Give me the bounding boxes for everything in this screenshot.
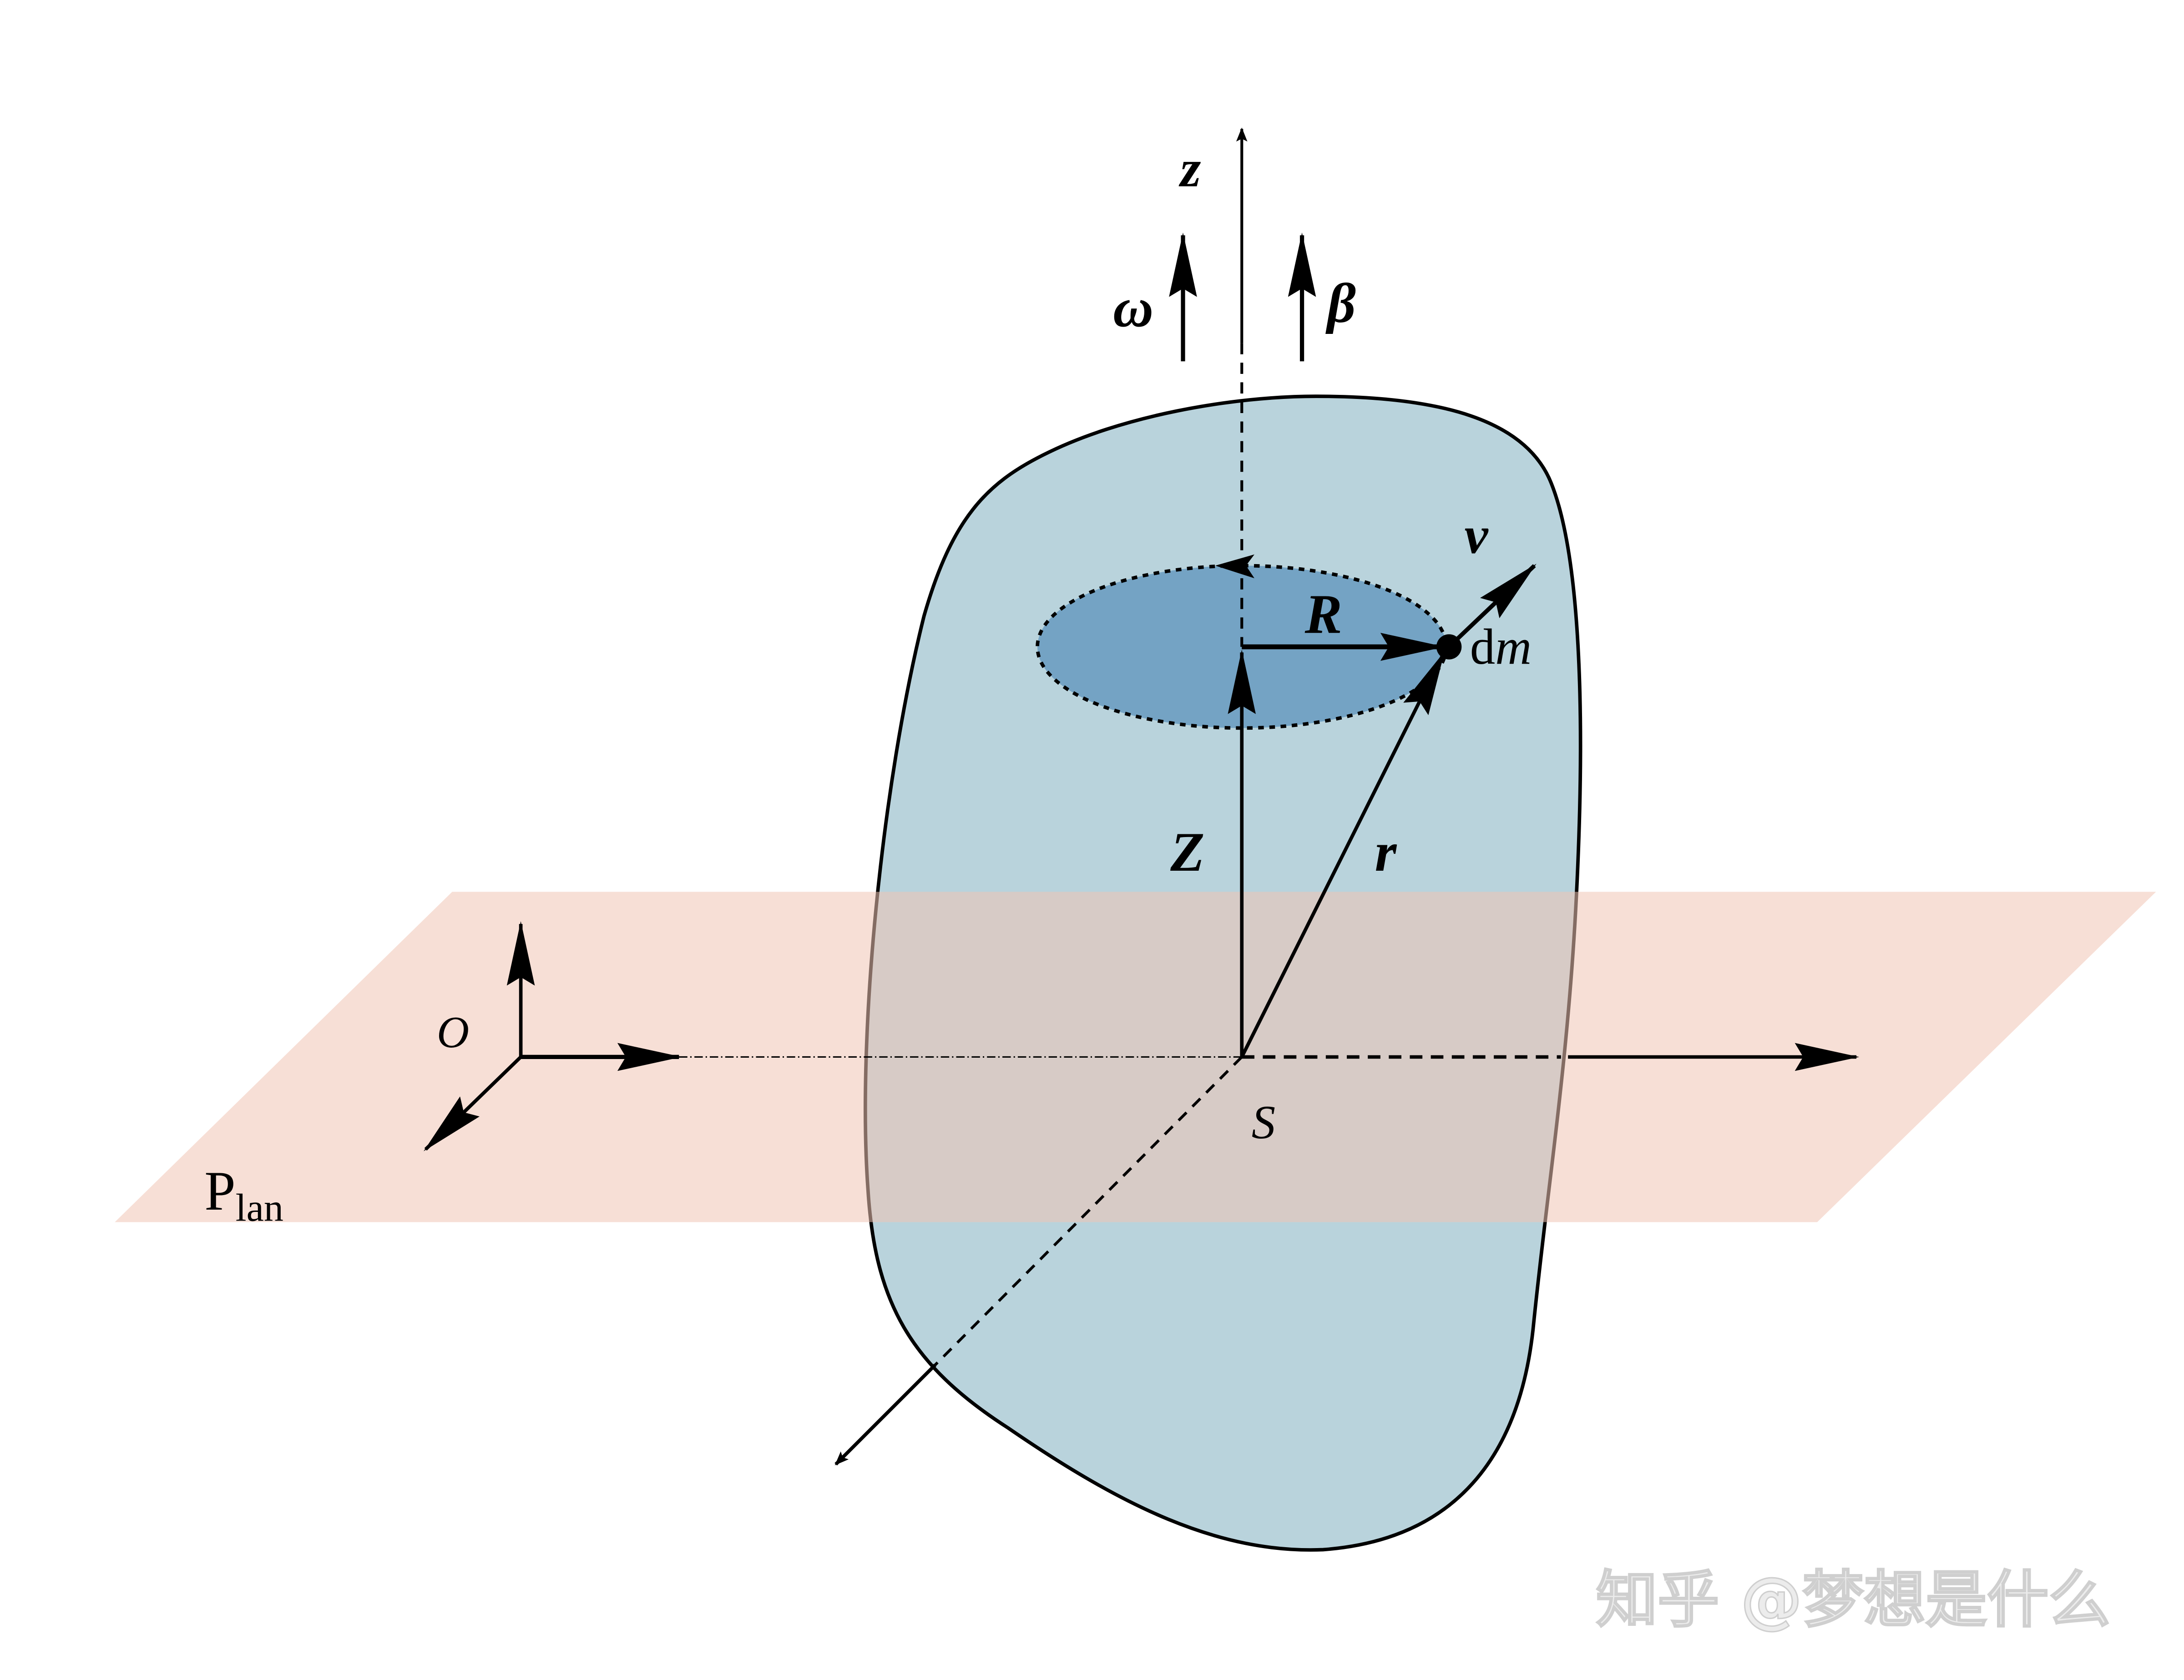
label-v: v bbox=[1464, 506, 1488, 565]
label-beta: β bbox=[1325, 272, 1356, 334]
label-omega: ω bbox=[1113, 276, 1153, 338]
x-axis bbox=[834, 1363, 937, 1466]
watermark: 知乎 @梦想是什么 bbox=[1596, 1564, 2110, 1635]
label-r: r bbox=[1375, 821, 1397, 883]
O-x-arrow bbox=[423, 1055, 522, 1151]
x-axis-hidden bbox=[934, 1056, 1243, 1366]
r-vector bbox=[1240, 651, 1445, 1058]
label-O: O bbox=[437, 1008, 469, 1057]
label-plane: Plan bbox=[204, 1160, 283, 1230]
orbit-direction-arrow bbox=[1215, 554, 1254, 579]
label-S: S bbox=[1252, 1096, 1275, 1149]
label-R: R bbox=[1304, 583, 1342, 645]
v-vector bbox=[1447, 564, 1537, 649]
label-z: z bbox=[1178, 140, 1201, 198]
label-dm: dm bbox=[1470, 619, 1532, 675]
label-Z: Z bbox=[1170, 821, 1204, 883]
plane bbox=[115, 892, 2156, 1222]
mass-element-dot bbox=[1436, 634, 1462, 660]
